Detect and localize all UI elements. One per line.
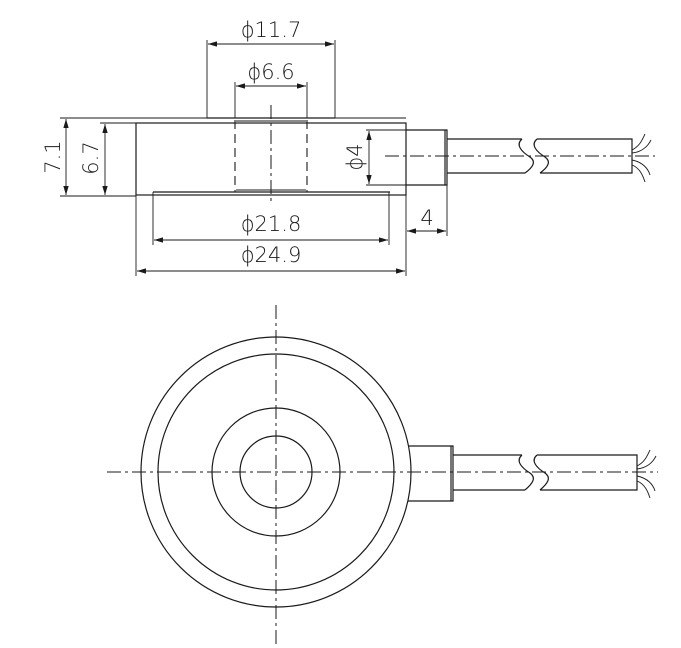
dim-body-height: 6.7 (79, 141, 103, 174)
top-wire-2 (636, 455, 657, 470)
top-cable-break-left (518, 454, 534, 491)
top-wire-1 (636, 449, 651, 467)
cable-break-left (518, 138, 534, 174)
wire-2 (631, 139, 652, 154)
top-view (107, 305, 658, 644)
top-wire-3 (636, 475, 656, 492)
side-view: ϕ11.7 ϕ6.6 7.1 6.7 ϕ4 ϕ21.8 ϕ24.9 4 (41, 18, 655, 276)
dim-bore-diameter: ϕ6.6 (247, 60, 294, 84)
top-connector-boss (408, 445, 454, 502)
connector-boss (406, 129, 448, 186)
top-wire-4 (636, 480, 651, 499)
wire-1 (631, 133, 646, 151)
cable-break-right (533, 138, 549, 174)
top-cable-break-right (533, 454, 549, 491)
top-cable (453, 454, 525, 491)
dim-total-height: 7.1 (41, 140, 65, 173)
cable (447, 138, 525, 174)
dim-body-diameter: ϕ24.9 (241, 243, 302, 267)
wire-4 (631, 164, 646, 183)
dim-connector-diameter: ϕ4 (343, 143, 367, 170)
dim-connector-length: 4 (420, 206, 433, 230)
wire-3 (631, 159, 651, 176)
dim-top-boss-diameter: ϕ11.7 (241, 18, 302, 42)
dim-lower-plate-diameter: ϕ21.8 (241, 212, 302, 236)
